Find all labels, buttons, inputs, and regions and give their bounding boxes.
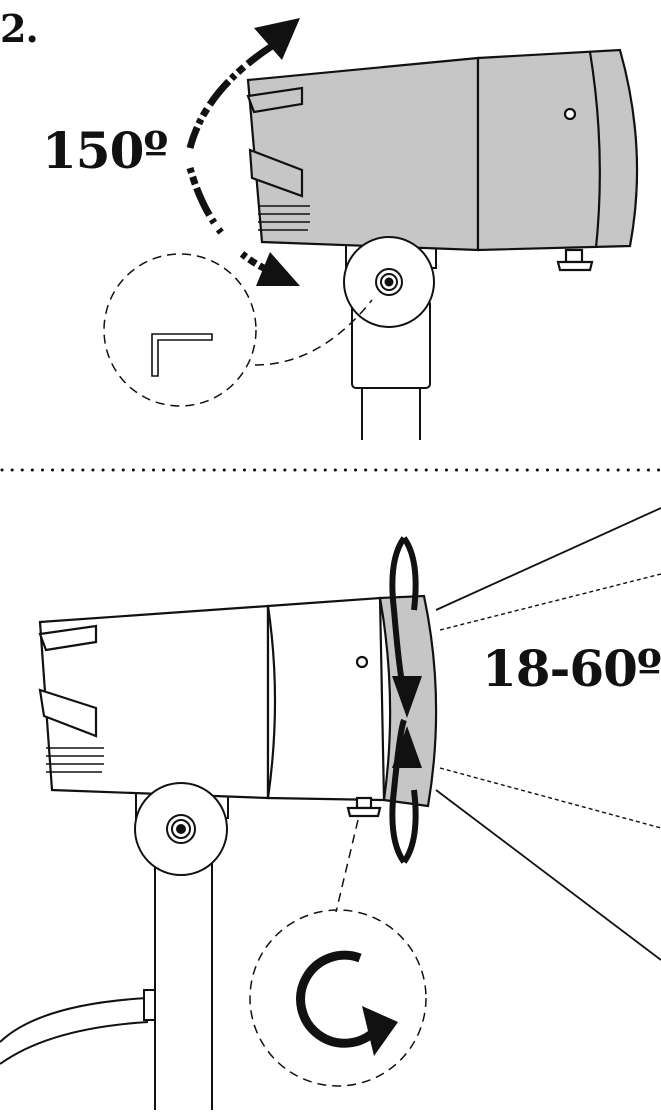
allen-key-icon xyxy=(151,333,213,377)
power-cable xyxy=(0,989,157,1065)
allen-key-callout xyxy=(103,253,373,407)
tilt-arrow-icon xyxy=(186,18,300,286)
rotate-arrow-icon xyxy=(296,950,380,1048)
tilt-panel xyxy=(103,18,639,440)
zoom-arrow-icon xyxy=(389,536,422,864)
beam-panel xyxy=(0,507,661,1110)
step-number: 2. xyxy=(0,6,39,51)
spotlight-housing-bottom xyxy=(38,594,438,818)
tilt-angle-label: 150º xyxy=(42,121,168,180)
pivot-knob-bottom[interactable] xyxy=(134,782,228,876)
spotlight-housing-top xyxy=(246,48,639,272)
rotate-callout xyxy=(249,819,427,1087)
pivot-knob-top[interactable] xyxy=(343,236,435,328)
beam-angle-label: 18-60º xyxy=(482,639,661,698)
beam-lines xyxy=(435,507,661,961)
